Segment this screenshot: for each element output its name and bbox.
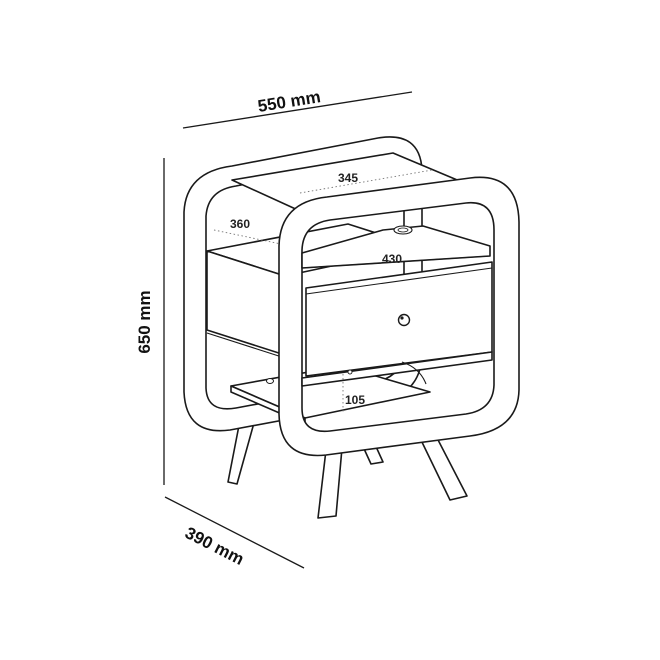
front-frame <box>278 176 520 457</box>
height-dimension-label: 650 mm <box>135 290 154 353</box>
screw-icon <box>266 378 274 384</box>
cable-hole-icon <box>393 225 413 235</box>
inner-bottom-shelf <box>301 351 493 387</box>
inner-shelf-edge <box>301 255 491 269</box>
depth-dimension-label: 390 mm <box>182 523 247 569</box>
side-depth-label: 360 <box>230 217 250 231</box>
shelf-curve <box>401 361 427 385</box>
side-panel-edge <box>206 332 286 359</box>
drawer-top-edge <box>305 267 493 295</box>
bottom-gap-label: 105 <box>345 393 365 407</box>
front-right-leg <box>419 435 468 501</box>
width-dimension-line <box>182 91 413 129</box>
drawer-knob-icon[interactable] <box>397 313 411 327</box>
small-screw-icon <box>347 369 353 375</box>
cable-hole-inner <box>397 227 409 233</box>
top-shelf-label: 345 <box>338 171 358 185</box>
drawer-knob-center <box>400 316 404 320</box>
front-left-leg <box>317 447 343 519</box>
inner-width-label: 430 <box>382 252 402 266</box>
depth-dimension-line <box>164 496 305 569</box>
